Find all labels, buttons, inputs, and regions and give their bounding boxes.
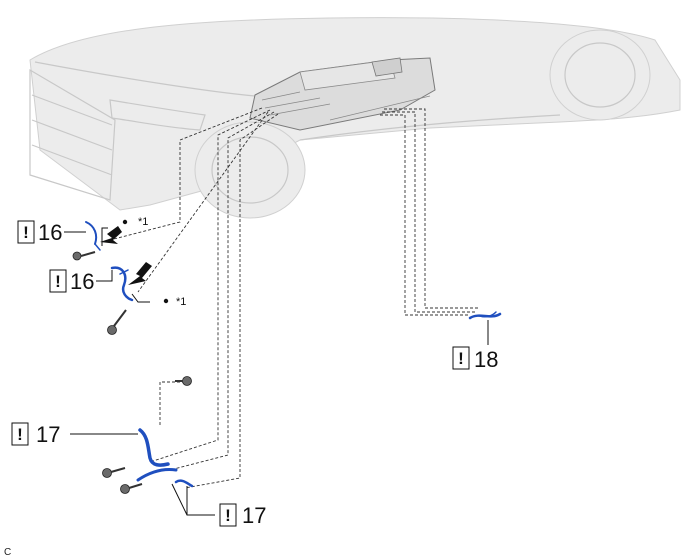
warning-mark: !: [17, 425, 23, 444]
warning-mark: !: [55, 272, 61, 291]
note-label: *1: [138, 216, 148, 228]
vehicle-front-wheel: [194, 121, 306, 219]
harness-18: [468, 311, 502, 345]
vehicle-sill: [299, 114, 561, 141]
vehicle-headlight: [109, 99, 206, 131]
callout-16-lower: ! 16: [49, 269, 113, 294]
warning-mark: !: [23, 223, 29, 242]
callout-number: 17: [36, 422, 60, 447]
bolt-icon: [72, 251, 96, 261]
harness-16-lower: [107, 262, 169, 335]
callout-number: 16: [70, 269, 94, 294]
callout-16-upper: ! 16: [17, 220, 86, 245]
clip-dot-icon: [163, 298, 169, 304]
figure-id-label: C: [4, 547, 11, 558]
callout-17-bottom: ! 17: [219, 503, 266, 528]
harness-16-upper: [72, 219, 128, 261]
arrow-up-icon: [100, 226, 122, 244]
warning-mark: !: [458, 349, 464, 368]
note-label: *1: [176, 296, 186, 308]
vehicle-hood-line: [34, 61, 256, 97]
clip-dot-icon: [122, 219, 128, 225]
bolt-icon: [175, 376, 192, 386]
callout-18: ! 18: [452, 346, 498, 372]
vehicle-grille: [29, 68, 116, 201]
routing-lines: [109, 107, 480, 489]
harness-17: [70, 376, 215, 516]
arrow-down-icon: [128, 262, 152, 285]
callout-number: 18: [474, 347, 498, 372]
bolt-icon: [102, 467, 126, 478]
callout-number: 16: [38, 220, 62, 245]
callout-number: 17: [242, 503, 266, 528]
callout-17-left: ! 17: [11, 422, 60, 447]
warning-mark: !: [225, 506, 231, 525]
bolt-icon: [120, 483, 143, 494]
bolt-icon: [107, 309, 127, 335]
